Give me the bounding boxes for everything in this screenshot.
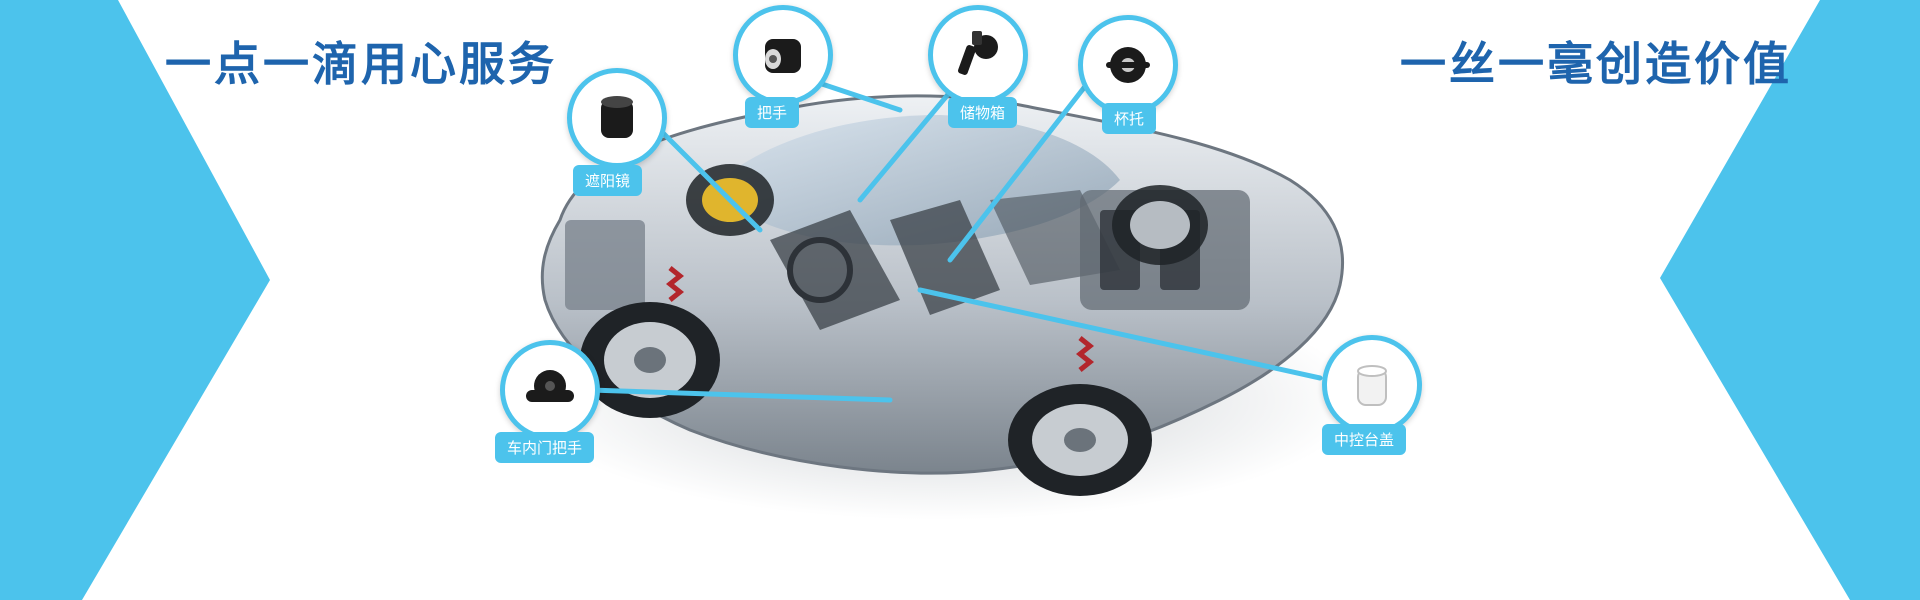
damper-cylinder-icon [601, 96, 633, 138]
part-label-console[interactable]: 中控台盖 [1322, 424, 1407, 455]
part-label-handle[interactable]: 把手 [745, 97, 800, 128]
rear-wheel [1008, 384, 1152, 496]
part-label-sunshade[interactable]: 遮阳镜 [573, 165, 643, 196]
gear-damper-flange-icon [526, 370, 574, 402]
part-label-cupholder[interactable]: 杯托 [1102, 103, 1157, 134]
white-damper-icon [1357, 365, 1387, 406]
part-label-storage[interactable]: 储物箱 [948, 97, 1018, 128]
part-bubble-storage[interactable] [928, 5, 1028, 105]
back-wheel-top [1112, 185, 1208, 265]
slogan-left: 一点一滴用心服务 [165, 37, 557, 91]
part-bubble-door-handle[interactable] [500, 340, 600, 440]
part-bubble-cupholder[interactable] [1078, 15, 1178, 115]
part-bubble-handle[interactable] [733, 5, 833, 105]
part-bubble-sunshade[interactable] [567, 68, 667, 168]
part-bubble-console[interactable] [1322, 335, 1422, 435]
gear-damper-icon [1106, 47, 1150, 83]
front-wheel-top [686, 164, 774, 236]
damper-cylinder-icon [765, 39, 801, 73]
rotary-damper-lever-icon [958, 31, 998, 75]
front-wheel [580, 302, 720, 418]
slogan-right: 一丝一毫创造价值 [1400, 37, 1792, 91]
part-label-door-handle[interactable]: 车内门把手 [495, 432, 595, 463]
